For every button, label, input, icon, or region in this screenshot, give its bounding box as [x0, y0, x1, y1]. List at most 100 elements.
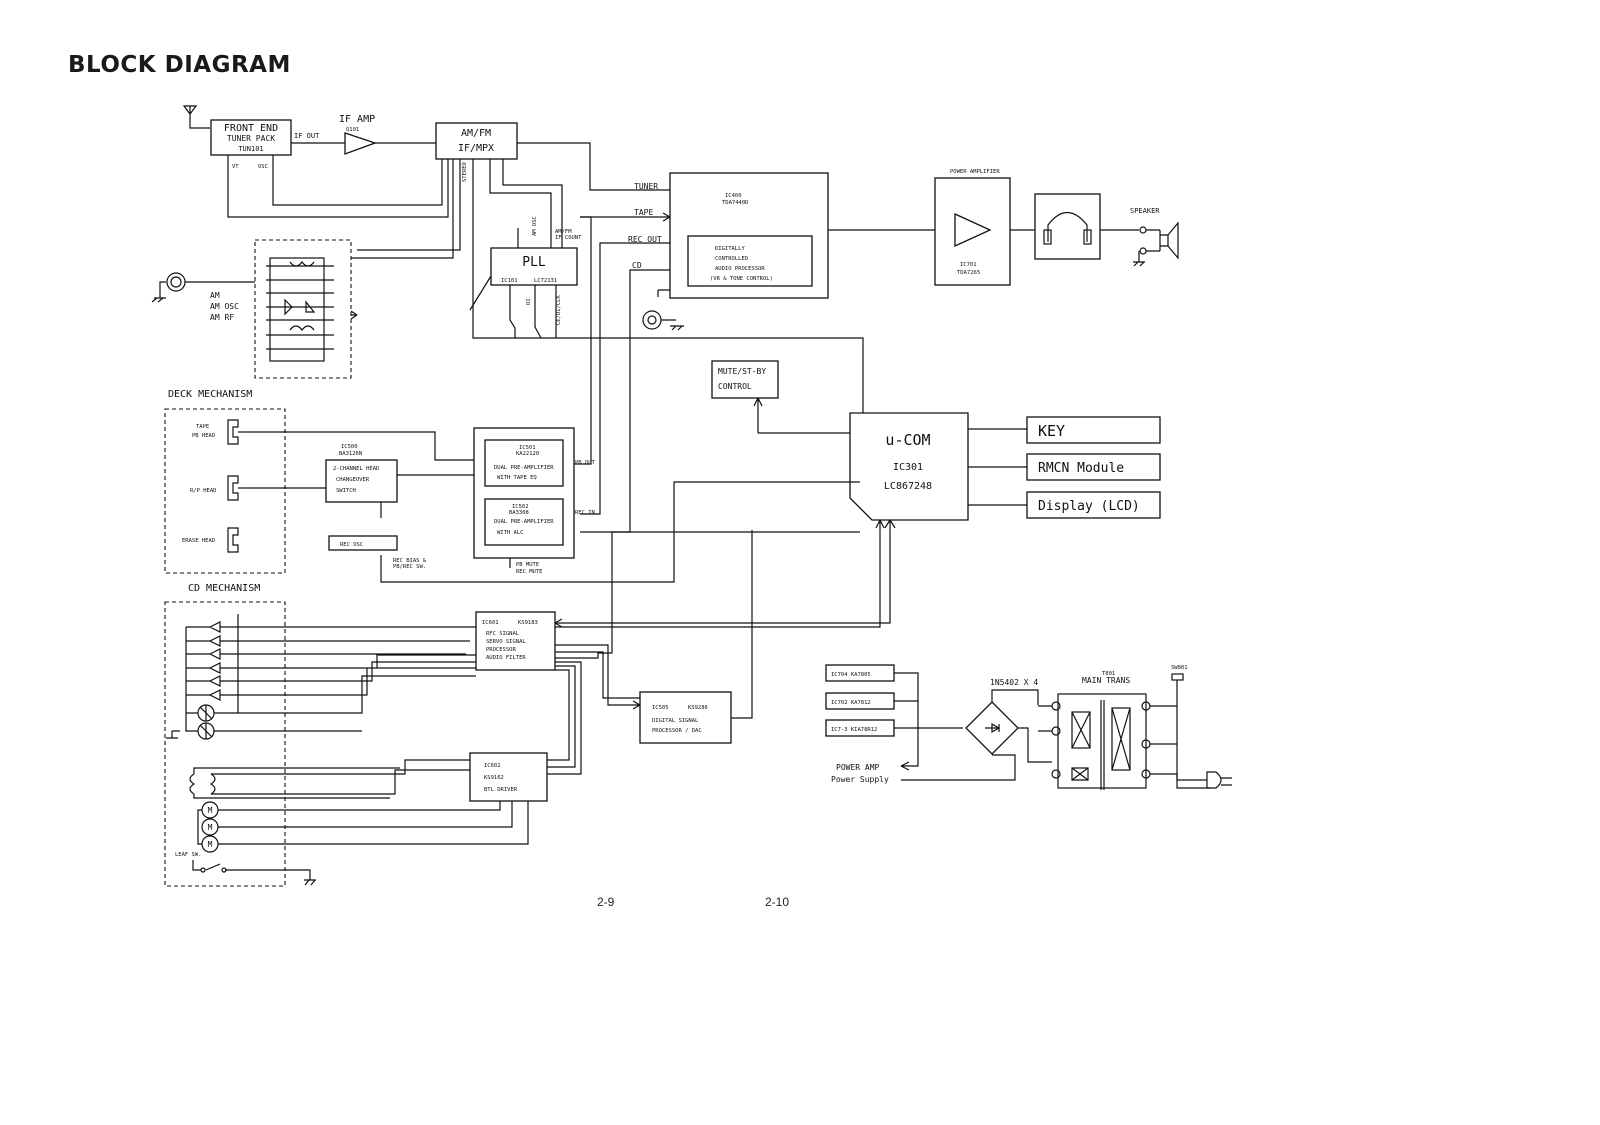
svg-text:IC400: IC400: [725, 193, 742, 199]
svg-text:AUDIO FILTER: AUDIO FILTER: [486, 655, 526, 661]
deck-mechanism-title: DECK MECHANISM: [168, 389, 252, 400]
power-amplifier-block: POWER AMPLIFIER IC701 TDA7265: [934, 169, 1011, 286]
svg-text:Display (LCD): Display (LCD): [1038, 499, 1140, 514]
ce-di-clk-label: CE/DI/CLK: [556, 295, 562, 325]
sled-motor-icon: M: [201, 818, 219, 836]
svg-text:BA3126N: BA3126N: [339, 451, 362, 457]
svg-text:SERVO SIGNAL: SERVO SIGNAL: [486, 639, 526, 645]
svg-text:WITH ALC: WITH ALC: [497, 530, 524, 536]
svg-text:IC701: IC701: [960, 262, 977, 268]
power-switch-label: SW801: [1171, 665, 1188, 671]
tape-pb-head-icon: TAPE PB HEAD: [192, 419, 247, 445]
svg-text:MUTE/ST-BY: MUTE/ST-BY: [718, 367, 766, 376]
svg-text:TAPE: TAPE: [196, 424, 209, 430]
svg-text:IC702 KA7812: IC702 KA7812: [831, 700, 871, 706]
rmcn-module-block: RMCN Module: [1026, 453, 1161, 481]
cd-mechanism-title: CD MECHANISM: [188, 583, 260, 594]
svg-text:DUAL PRE-AMPLIFIER: DUAL PRE-AMPLIFIER: [494, 519, 554, 525]
svg-text:AUDIO PROCESSOR: AUDIO PROCESSOR: [715, 266, 765, 272]
svg-text:BA3308: BA3308: [509, 510, 529, 516]
pll-block: PLL IC101 LC72131: [490, 247, 578, 286]
rec-out-label: REC OUT: [628, 235, 662, 244]
power-switch-icon: [1150, 673, 1210, 789]
svg-text:M: M: [208, 823, 213, 832]
deck-mechanism-area: [164, 408, 286, 574]
svg-text:AM RF: AM RF: [210, 313, 234, 322]
svg-text:AM OSC: AM OSC: [210, 302, 239, 311]
power-amp-supply-label: POWER AMP: [836, 763, 880, 772]
svg-text:KS9162: KS9162: [484, 775, 504, 781]
svg-text:IC301: IC301: [893, 462, 923, 473]
svg-text:MAIN TRANS: MAIN TRANS: [1082, 676, 1130, 685]
am-fm-if-count-label: AM/FM: [555, 229, 572, 235]
leaf-switch-icon: [192, 860, 316, 886]
svg-text:IF COUNT: IF COUNT: [555, 235, 582, 241]
mute-standby-control-block: MUTE/ST-BY CONTROL: [711, 360, 779, 399]
page-title: BLOCK DIAGRAM: [68, 52, 291, 78]
ic505-dsp-dac-block: IC505 KS9286 DIGITAL SIGNAL PROCESSOR / …: [639, 691, 732, 744]
ucom-ic301-block: u-COM IC301 LC867248: [849, 412, 969, 521]
svg-text:T801: T801: [1102, 671, 1115, 677]
svg-text:IC602: IC602: [484, 763, 501, 769]
tape-input-label: TAPE: [634, 208, 653, 217]
leaf-switch-label: LEAF SW.: [175, 852, 202, 858]
am-osc-label: AM OSC: [532, 216, 538, 236]
pb-out-label: PB OUT: [575, 460, 596, 466]
voltage-regulator-ic704: IC704 KA7805: [825, 664, 895, 682]
rec-osc-block: REC OSC: [328, 535, 398, 551]
svg-text:IC101: IC101: [501, 278, 518, 284]
svg-text:KEY: KEY: [1038, 422, 1065, 440]
if-out-label: IF OUT: [294, 132, 320, 140]
rec-in-label: REC IN: [575, 510, 595, 516]
svg-text:u-COM: u-COM: [885, 431, 930, 449]
svg-text:POWER AMPLIFIER: POWER AMPLIFIER: [950, 169, 1000, 175]
svg-text:Power Supply: Power Supply: [831, 775, 889, 784]
ic602-btl-driver-block: IC602 KS9162 BTL DRIVER: [469, 752, 548, 802]
osc-label: OSC: [258, 164, 268, 170]
svg-text:TUN101: TUN101: [238, 145, 263, 153]
svg-text:SWITCH: SWITCH: [336, 488, 356, 494]
stereo-label: STEREO: [462, 162, 468, 182]
display-lcd-block: Display (LCD): [1026, 491, 1161, 519]
rec-bias-label: REC BIAS &: [393, 558, 427, 564]
svg-text:CONTROL: CONTROL: [718, 382, 752, 391]
svg-text:FRONT END: FRONT END: [224, 123, 278, 134]
voltage-regulator-ic703: IC7-3 KIA78R12: [825, 719, 895, 737]
svg-text:LC72131: LC72131: [534, 278, 557, 284]
svg-text:IC500: IC500: [341, 444, 358, 450]
if-amp-triangle-icon: IF AMP Q101: [339, 114, 377, 155]
ac-plug-icon: [1177, 771, 1232, 789]
svg-text:M: M: [208, 806, 213, 815]
svg-text:PROCESSOR / DAC: PROCESSOR / DAC: [652, 728, 702, 734]
svg-text:(VR & TONE CONTROL): (VR & TONE CONTROL): [710, 276, 773, 282]
svg-text:LC867248: LC867248: [884, 481, 932, 492]
amfm-if-mpx-block: AM/FM IF/MPX: [435, 122, 518, 160]
svg-text:TUNER PACK: TUNER PACK: [227, 134, 275, 143]
svg-text:TDA7265: TDA7265: [957, 270, 980, 276]
am-coil-module: [254, 239, 358, 379]
svg-text:IC601: IC601: [482, 620, 499, 626]
svg-text:REC OSC: REC OSC: [340, 542, 363, 548]
svg-text:PB HEAD: PB HEAD: [192, 433, 215, 439]
svg-text:IC502: IC502: [512, 504, 529, 510]
svg-text:PROCESSOR: PROCESSOR: [486, 647, 516, 653]
svg-text:CONTROLLED: CONTROLLED: [715, 256, 748, 262]
main-transformer-icon: T801 MAIN TRANS: [1051, 671, 1151, 790]
ic601-rf-servo-block: IC601 KS9183 RFC SIGNAL SERVO SIGNAL PRO…: [475, 611, 556, 671]
cd-pickup-diodes: [166, 621, 221, 740]
svg-text:IC704 KA7805: IC704 KA7805: [831, 672, 871, 678]
antenna-icon: [182, 105, 210, 129]
svg-text:M: M: [208, 840, 213, 849]
svg-text:DIGITALLY: DIGITALLY: [715, 246, 745, 252]
svg-text:PLL: PLL: [522, 255, 546, 270]
speaker-icon: [1133, 221, 1179, 267]
loading-motor-icon: M: [201, 835, 219, 853]
svg-text:IC505: IC505: [652, 705, 669, 711]
svg-text:BTL DRIVER: BTL DRIVER: [484, 787, 518, 793]
svg-text:DUAL PRE-AMPLIFIER: DUAL PRE-AMPLIFIER: [494, 465, 554, 471]
svg-text:DIGITAL SIGNAL: DIGITAL SIGNAL: [652, 718, 699, 724]
ic400-audio-processor-block: IC400 TDA7440D DIGITALLY CONTROLLED AUDI…: [669, 172, 829, 299]
svg-text:2-CHANNEL HEAD: 2-CHANNEL HEAD: [333, 466, 379, 472]
ic500-head-changeover-switch: IC500 BA3126N 2-CHANNEL HEAD CHANGEOVER …: [325, 444, 398, 503]
